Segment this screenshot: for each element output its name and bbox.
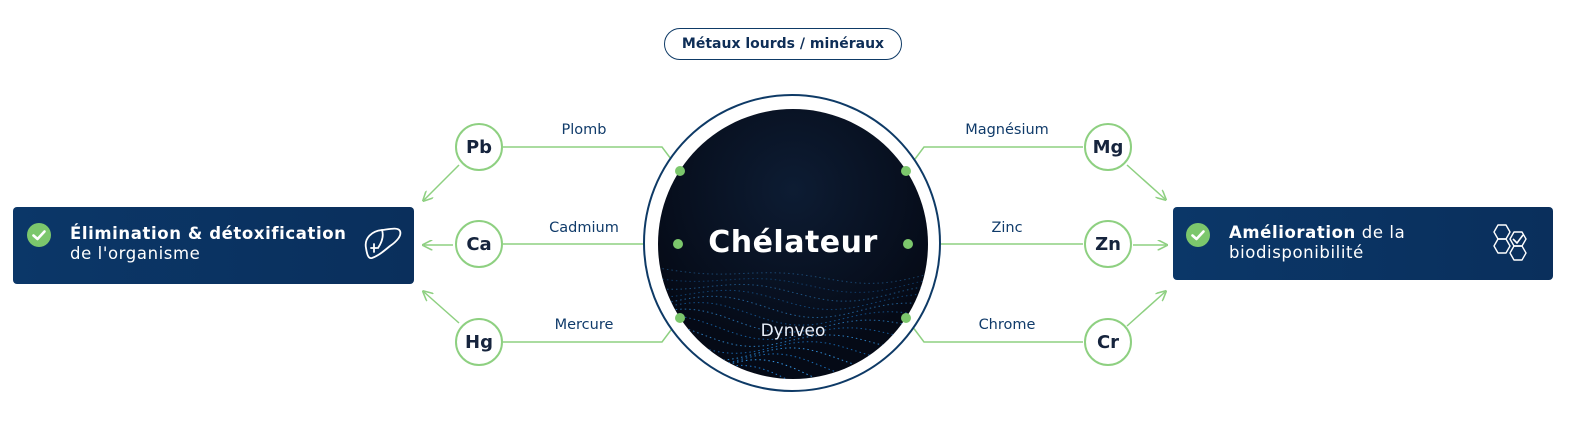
chelator-title: Chélateur bbox=[708, 225, 878, 260]
element-label-zinc: Zinc bbox=[991, 220, 1023, 236]
dot-cr bbox=[901, 313, 911, 323]
detox-card-title: Élimination & détoxification bbox=[70, 224, 347, 243]
dot-hg bbox=[675, 313, 685, 323]
detox-card-subtitle: de l'organisme bbox=[70, 244, 201, 263]
check-icon bbox=[27, 223, 51, 247]
brand-logo: Dynveo bbox=[760, 321, 826, 341]
element-label-plomb: Plomb bbox=[561, 122, 607, 138]
wave-line bbox=[658, 322, 928, 350]
liver-icon bbox=[364, 227, 402, 260]
wave-line bbox=[658, 267, 928, 284]
element-node-ca: Ca bbox=[455, 220, 503, 268]
category-pill: Métaux lourds / minéraux bbox=[664, 28, 902, 60]
bioavailability-card-text: de la bbox=[1361, 223, 1406, 242]
element-node-zn: Zn bbox=[1084, 220, 1132, 268]
dot-mg bbox=[901, 166, 911, 176]
wave-line bbox=[658, 308, 928, 333]
element-node-cr: Cr bbox=[1084, 318, 1132, 366]
wave-line bbox=[658, 315, 928, 340]
element-node-hg: Hg bbox=[455, 318, 503, 366]
wave-line bbox=[658, 289, 928, 311]
arrow-cr-to-card bbox=[1126, 292, 1165, 327]
detox-card: Élimination & détoxification de l'organi… bbox=[13, 207, 414, 284]
wave-line bbox=[658, 278, 928, 293]
arrow-mg-to-card bbox=[1126, 164, 1165, 199]
wave-line bbox=[658, 283, 928, 302]
arrow-hg-to-card bbox=[424, 292, 460, 324]
element-node-pb: Pb bbox=[455, 123, 503, 171]
particle-wave-graphic bbox=[658, 267, 928, 379]
dot-zn bbox=[903, 239, 913, 249]
bioavailability-card-subtitle: biodisponibilité bbox=[1229, 243, 1364, 262]
check-icon bbox=[1186, 223, 1210, 247]
wave-line bbox=[658, 353, 928, 379]
wave-line bbox=[658, 359, 928, 379]
molecule-check-icon bbox=[1493, 224, 1527, 261]
element-label-cadmium: Cadmium bbox=[549, 220, 619, 236]
bioavailability-card-title: Amélioration bbox=[1229, 223, 1356, 242]
element-node-mg: Mg bbox=[1084, 123, 1132, 171]
chelator-core: Chélateur Dynveo bbox=[658, 109, 928, 379]
dot-ca bbox=[673, 239, 683, 249]
wave-line bbox=[658, 302, 928, 326]
element-label-magnesium: Magnésium bbox=[965, 122, 1049, 138]
element-label-chrome: Chrome bbox=[978, 317, 1036, 333]
element-label-mercure: Mercure bbox=[554, 317, 614, 333]
arrow-pb-to-card bbox=[424, 164, 460, 200]
dot-pb bbox=[675, 166, 685, 176]
bioavailability-card: Amélioration de la biodisponibilité bbox=[1173, 207, 1553, 280]
wave-line bbox=[658, 295, 928, 318]
wave-line bbox=[685, 364, 928, 379]
